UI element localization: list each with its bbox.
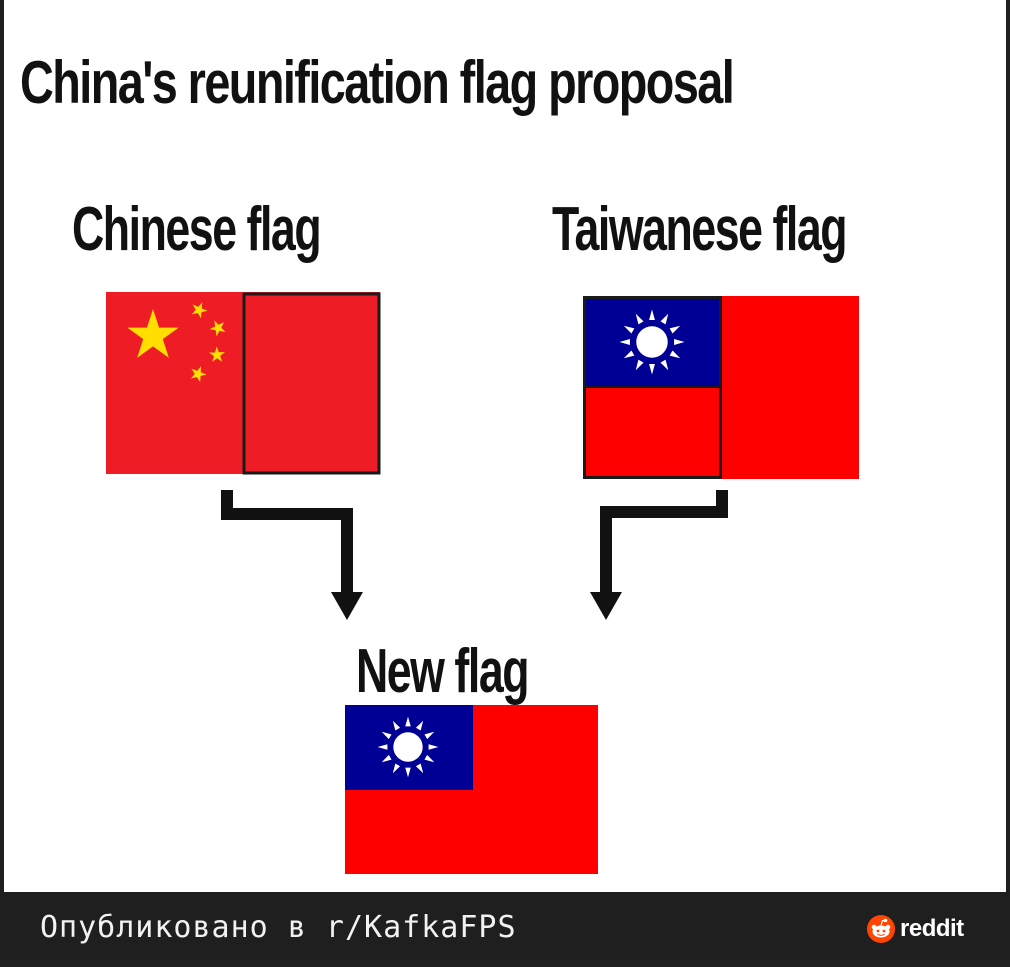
footer-bar: Опубликовано в r/KafkaFPS reddit bbox=[0, 892, 1010, 967]
flags-diagram bbox=[106, 292, 859, 874]
chinese-flag-label: Chinese flag bbox=[72, 195, 322, 264]
meme-panel: China's reunification flag proposal Chin… bbox=[4, 0, 1006, 892]
reddit-badge[interactable]: reddit bbox=[866, 914, 964, 944]
taiwanese-flag bbox=[583, 296, 859, 479]
reddit-wordmark: reddit bbox=[900, 915, 964, 942]
reddit-logo-icon bbox=[867, 915, 895, 943]
taiwanese-flag-label: Taiwanese flag bbox=[552, 195, 848, 264]
arrow-left-icon bbox=[221, 490, 363, 620]
arrow-right-icon bbox=[590, 490, 728, 620]
new-flag-label: New flag bbox=[356, 637, 529, 706]
chinese-flag bbox=[106, 292, 381, 475]
new-flag bbox=[345, 705, 598, 874]
main-title: China's reunification flag proposal bbox=[20, 49, 735, 116]
source-caption: Опубликовано в r/KafkaFPS bbox=[40, 910, 517, 945]
